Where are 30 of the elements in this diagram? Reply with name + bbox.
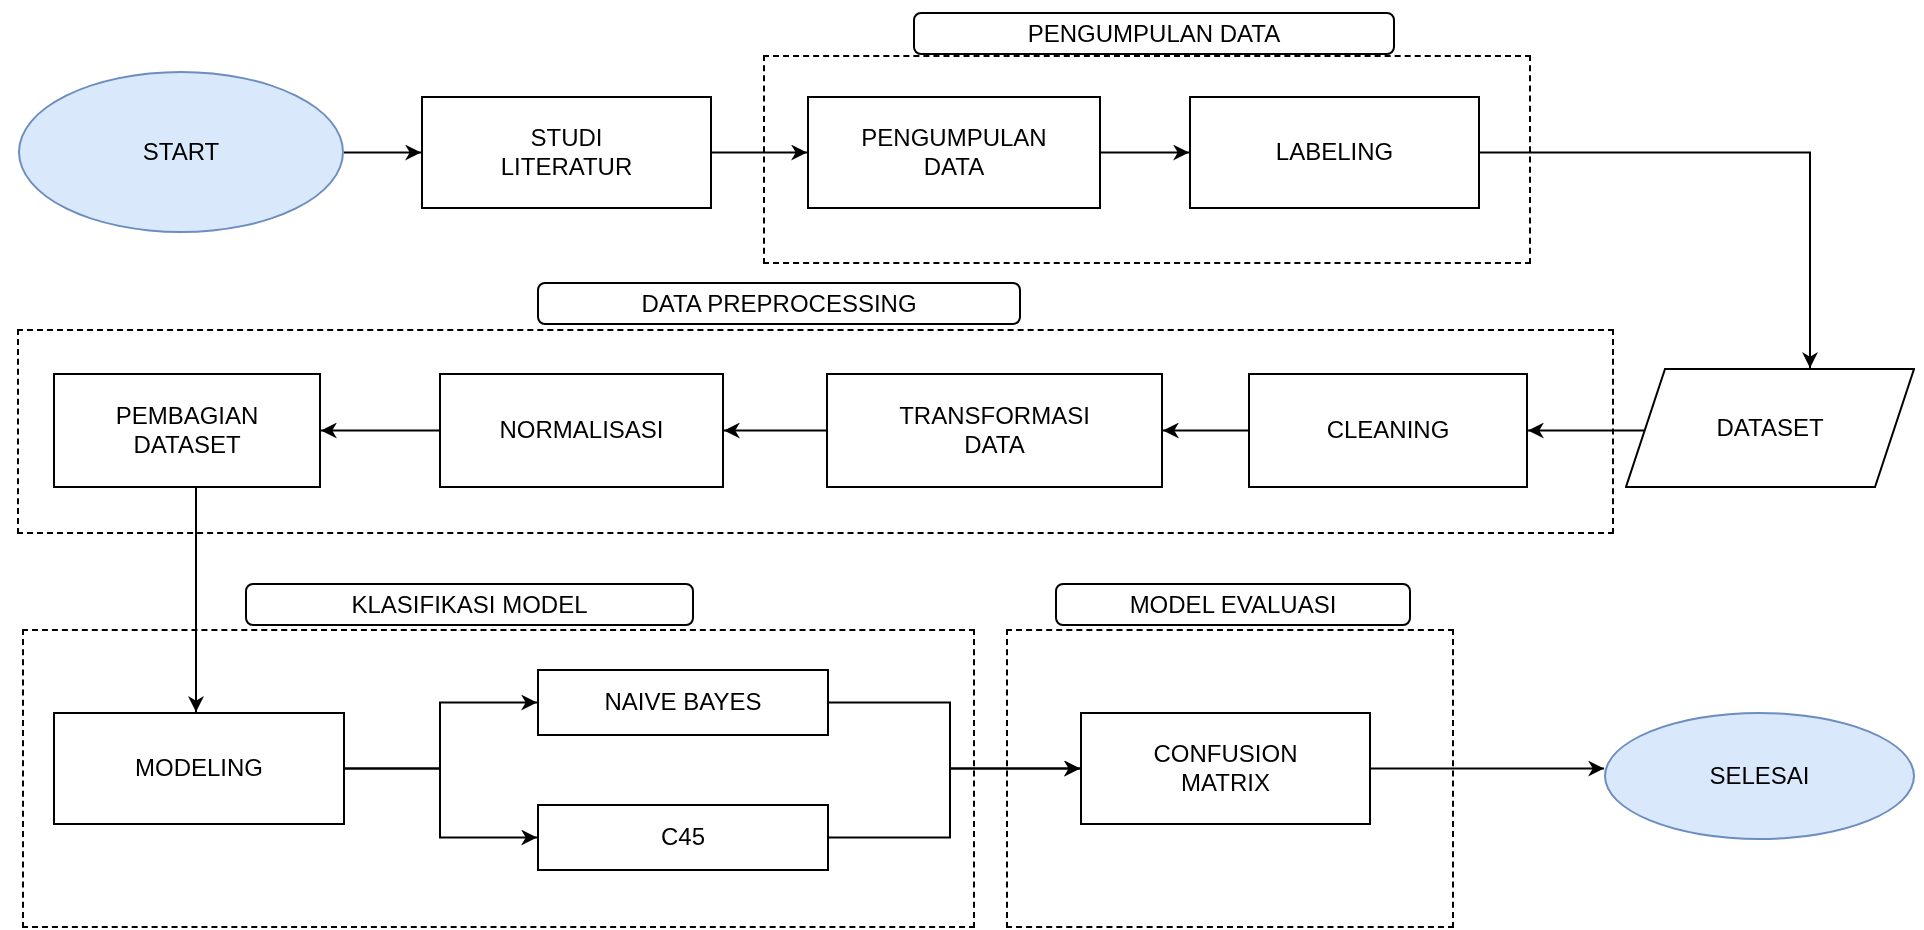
arrow — [1479, 151, 1818, 369]
process-box: NORMALISASI — [439, 373, 724, 488]
arrow — [1370, 760, 1605, 777]
group-title: KLASIFIKASI MODEL — [245, 583, 694, 626]
process-box: PEMBAGIAN DATASET — [53, 373, 321, 488]
group-title: DATA PREPROCESSING — [537, 282, 1021, 325]
arrow — [723, 422, 827, 439]
arrow — [828, 760, 1081, 839]
arrow — [343, 144, 422, 161]
terminal-ellipse: START — [18, 71, 344, 233]
arrow — [1527, 422, 1646, 439]
process-box: CONFUSION MATRIX — [1080, 712, 1371, 825]
arrow — [1100, 144, 1190, 161]
arrow — [344, 767, 538, 846]
arrow — [1162, 422, 1249, 439]
process-box: STUDI LITERATUR — [421, 96, 712, 209]
process-box: C45 — [537, 804, 829, 871]
terminal-ellipse: SELESAI — [1604, 712, 1915, 840]
process-box: PENGUMPULAN DATA — [807, 96, 1101, 209]
arrow — [711, 144, 808, 161]
group-title: PENGUMPULAN DATA — [913, 12, 1395, 55]
process-box: NAIVE BAYES — [537, 669, 829, 736]
process-box: TRANSFORMASI DATA — [826, 373, 1163, 488]
process-box: MODELING — [53, 712, 345, 825]
arrow — [188, 487, 204, 713]
process-box: LABELING — [1189, 96, 1480, 209]
process-box: CLEANING — [1248, 373, 1528, 488]
group-title: MODEL EVALUASI — [1055, 583, 1411, 626]
data-parallelogram: DATASET — [1625, 368, 1915, 488]
arrow — [320, 422, 440, 439]
